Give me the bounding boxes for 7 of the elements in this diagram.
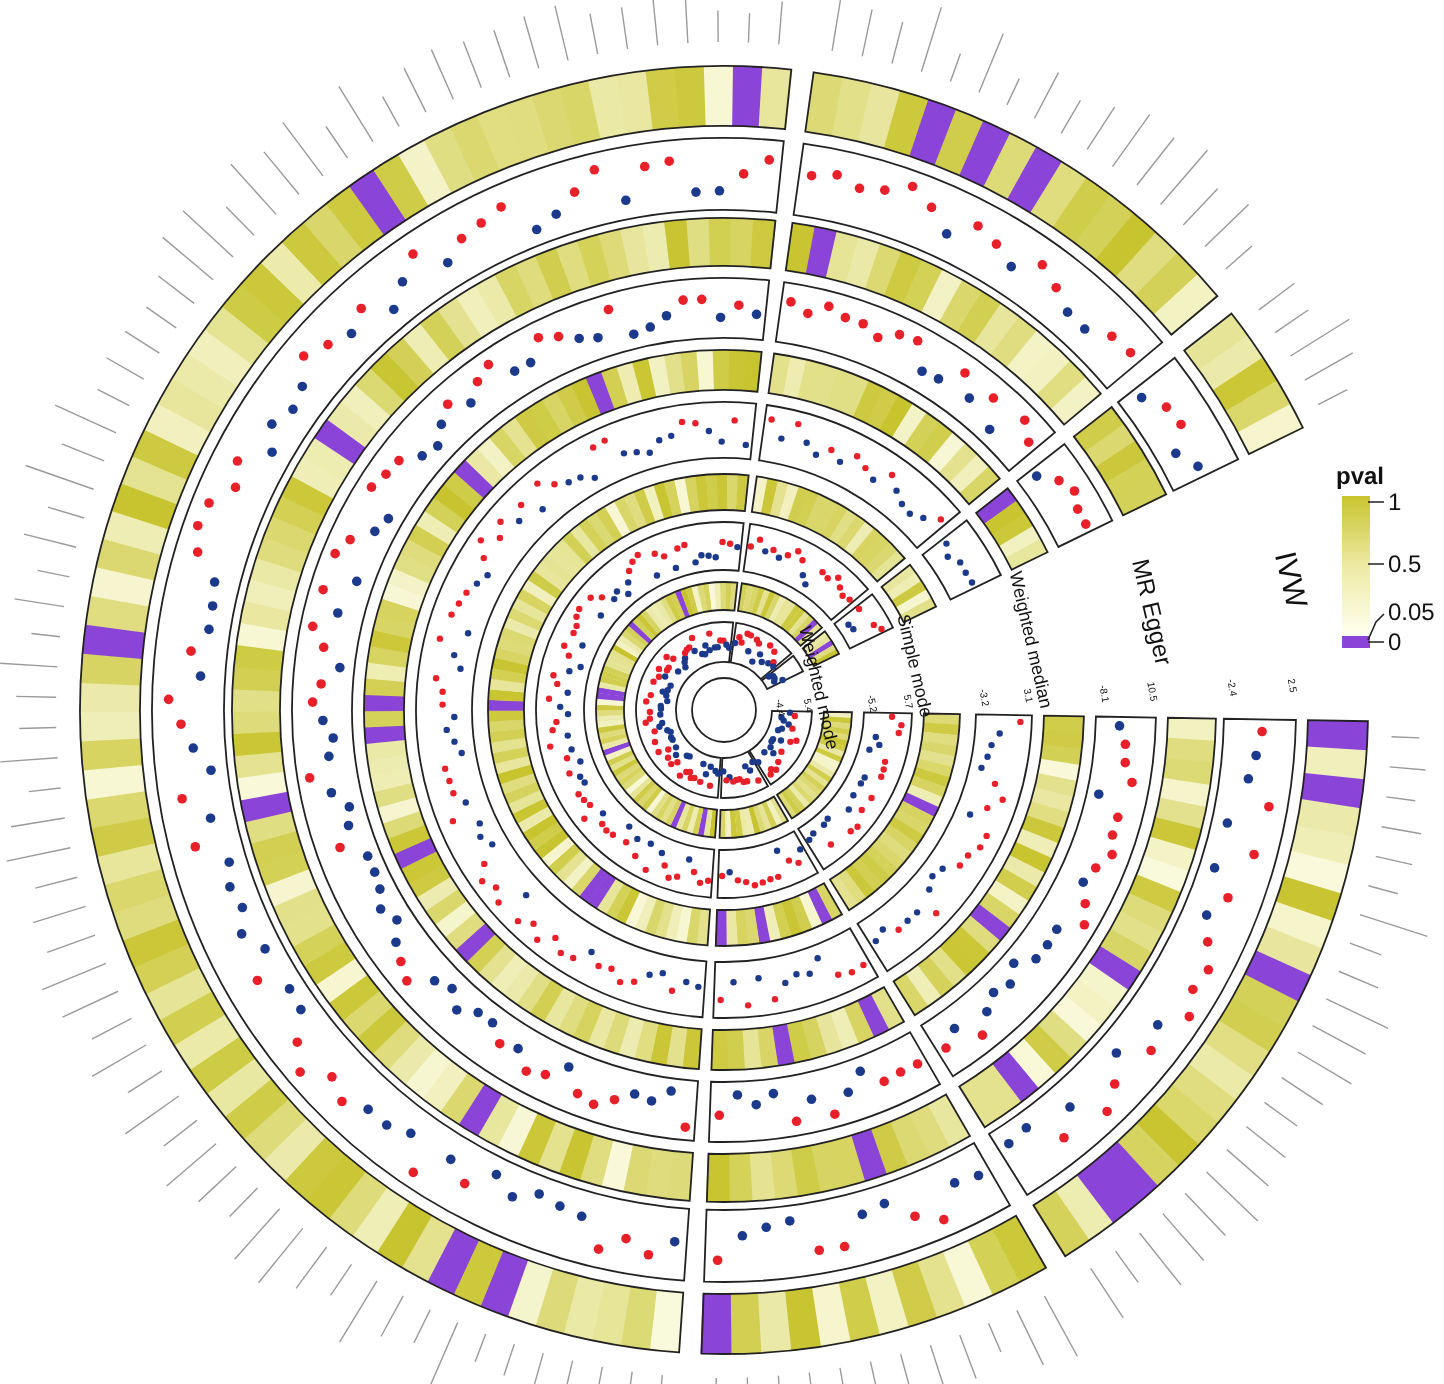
legend-tick-label: 0.05 [1388,600,1435,624]
legend-tick-label: 0 [1388,630,1402,654]
legend-tick-label: 1 [1388,490,1402,514]
ring-label: IVW [1268,548,1311,611]
legend-tick-label: 0.5 [1388,552,1422,576]
legend-title: pval [1336,464,1384,488]
ring-label: MR Egger [1128,555,1177,667]
